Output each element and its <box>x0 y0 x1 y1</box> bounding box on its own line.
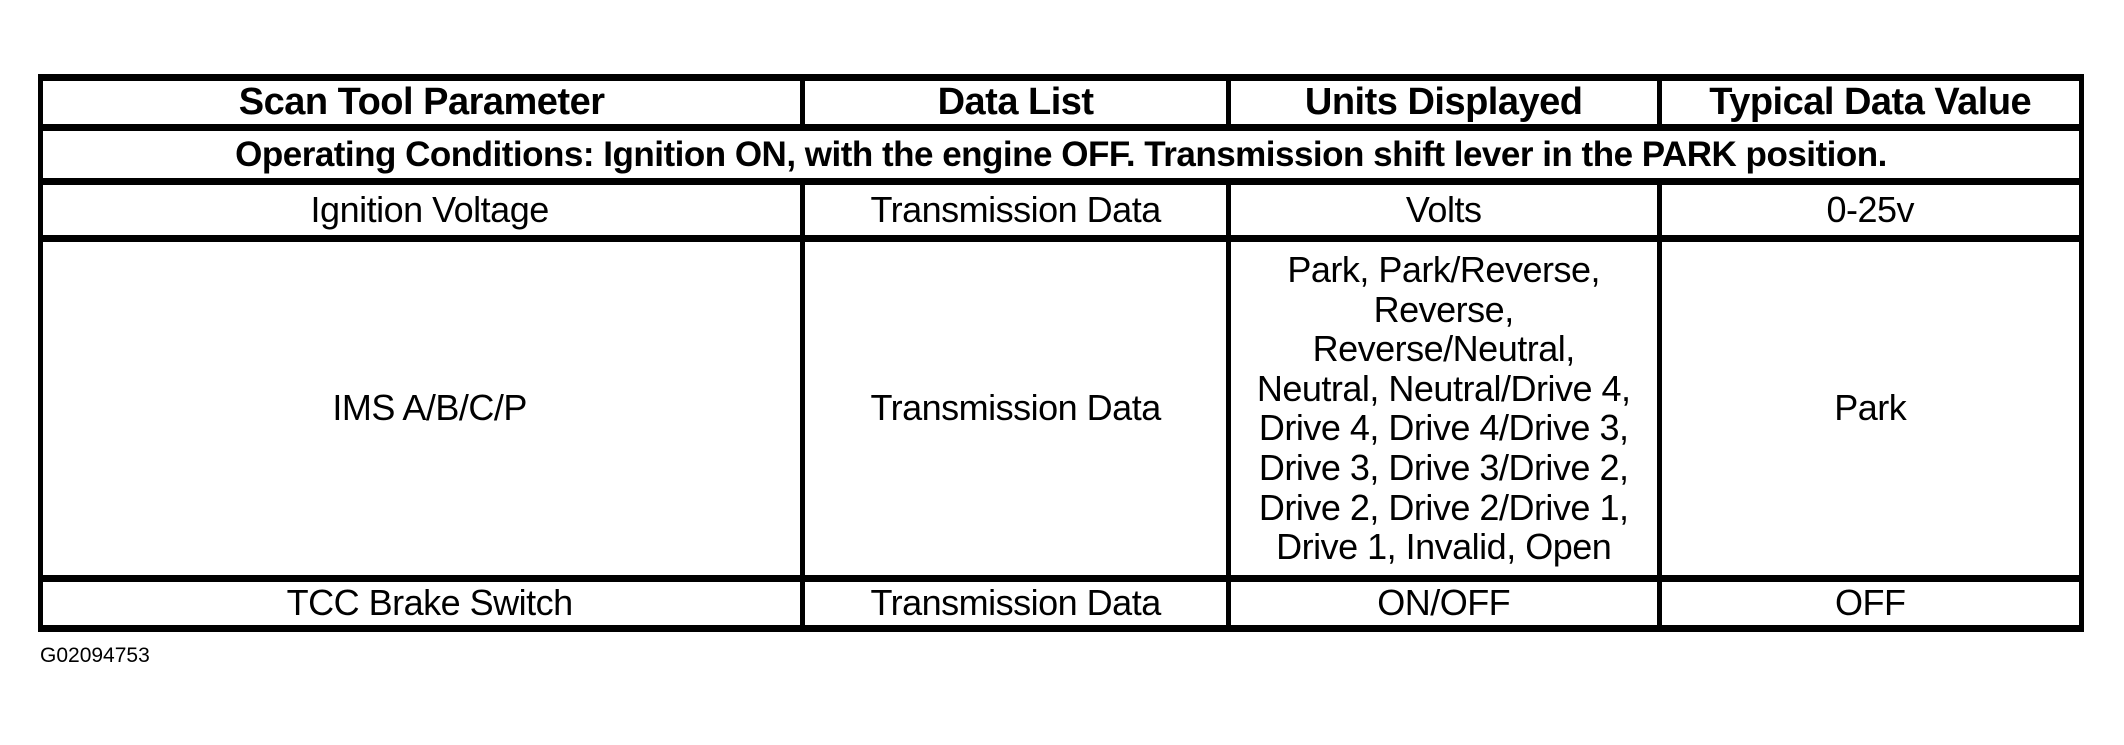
table-row: IMS A/B/C/P Transmission Data Park, Park… <box>37 235 2084 582</box>
table-row: TCC Brake Switch Transmission Data ON/OF… <box>37 574 2084 632</box>
cell-typical-ignition-voltage: 0-25v <box>1656 178 2084 242</box>
figure-id: G02094753 <box>40 644 150 667</box>
cell-units-ignition-voltage: Volts <box>1225 178 1662 242</box>
header-scan-tool-parameter: Scan Tool Parameter <box>37 74 806 131</box>
scan-tool-parameter-table: Scan Tool Parameter Data List Units Disp… <box>37 74 2084 632</box>
cell-parameter-tcc-brake-switch: TCC Brake Switch <box>37 574 806 632</box>
table-header-row: Scan Tool Parameter Data List Units Disp… <box>37 74 2084 131</box>
table-row: Ignition Voltage Transmission Data Volts… <box>37 178 2084 242</box>
cell-units-tcc-brake-switch: ON/OFF <box>1225 574 1662 632</box>
header-units-displayed: Units Displayed <box>1225 74 1662 131</box>
header-typical-data-value: Typical Data Value <box>1656 74 2084 131</box>
cell-units-ims: Park, Park/Reverse, Reverse, Reverse/Neu… <box>1225 235 1662 582</box>
operating-conditions-text: Operating Conditions: Ignition ON, with … <box>38 124 2084 185</box>
cell-typical-ims: Park <box>1656 235 2084 582</box>
cell-data-list-ims: Transmission Data <box>800 235 1231 582</box>
cell-data-list-ignition-voltage: Transmission Data <box>800 178 1231 242</box>
cell-parameter-ims: IMS A/B/C/P <box>37 235 806 582</box>
cell-data-list-tcc-brake-switch: Transmission Data <box>800 574 1231 632</box>
cell-typical-tcc-brake-switch: OFF <box>1656 574 2084 632</box>
cell-parameter-ignition-voltage: Ignition Voltage <box>37 178 806 242</box>
operating-conditions-row: Operating Conditions: Ignition ON, with … <box>38 124 2084 185</box>
header-data-list: Data List <box>800 74 1231 131</box>
